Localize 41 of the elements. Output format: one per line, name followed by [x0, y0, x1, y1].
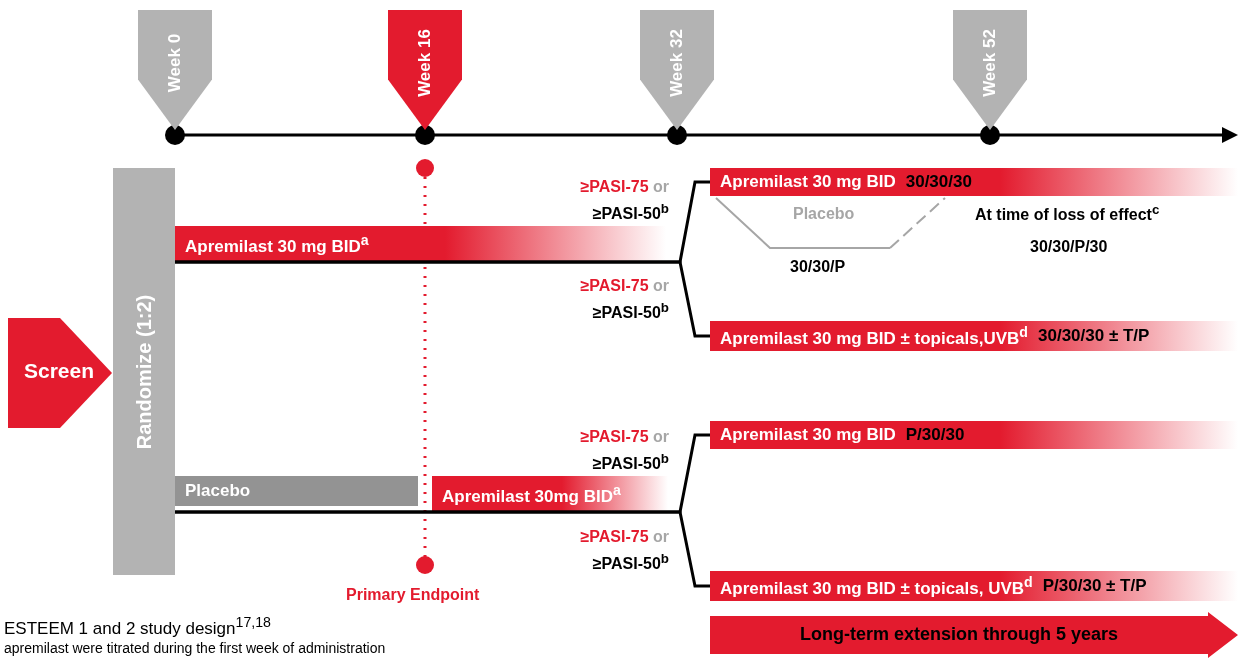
- week-label: Week 52: [980, 28, 1000, 97]
- treatment-bar: [432, 476, 668, 512]
- treatment-label: Apremilast 30 mg BID: [720, 425, 896, 445]
- treatment-bar: [710, 321, 1238, 351]
- randomize-bar: [113, 168, 175, 575]
- week-label: Week 16: [415, 28, 435, 97]
- branch-line: [175, 510, 710, 588]
- week-label: Week 0: [165, 33, 185, 92]
- treatment-bar: [175, 226, 666, 262]
- week-marker: [640, 10, 714, 130]
- dose-sequence: P/30/30: [905, 425, 965, 445]
- week-marker: [388, 10, 462, 130]
- dose-sequence: 30/30/P/30: [1030, 238, 1108, 256]
- screen-arrow: [8, 318, 112, 428]
- dose-sequence: P/30/30 ± T/P: [1042, 576, 1147, 596]
- randomize-label: Randomize (1:2): [132, 294, 156, 449]
- treatment-label: Apremilast 30 mg BID ± topicals, UVB$^{d}$: [720, 573, 1033, 599]
- treatment-label: Placebo: [185, 481, 251, 501]
- week-marker: [953, 10, 1027, 130]
- extension-label: Long-term extension through 5 years: [798, 624, 1120, 645]
- dose-sequence: 30/30/P: [790, 258, 846, 276]
- treatment-bar: [710, 421, 1238, 449]
- treatment-label: Apremilast 30 mg BID ± topicals,UVB$^{d}$: [720, 323, 1028, 349]
- footnote-text: apremilast were titrated during the first week of administration: [4, 640, 386, 656]
- caption: ESTEEM 1 and 2 study design$^{17,18}$: [4, 614, 271, 639]
- placebo-bar: [175, 476, 418, 506]
- arm-label: Placebo: [793, 205, 855, 223]
- dose-sequence: 30/30/30: [905, 172, 972, 192]
- treatment-label: Apremilast 30mg BID$^{a}$: [442, 481, 621, 507]
- dose-sequence: 30/30/30 ± T/P: [1038, 326, 1150, 346]
- note-text: At time of loss of effect$^{c}$: [975, 202, 1160, 225]
- treatment-label: Apremilast 30 mg BID: [720, 172, 896, 192]
- branch-line: [175, 260, 710, 338]
- treatment-bar: [710, 168, 1238, 196]
- screen-label: Screen: [24, 359, 95, 383]
- extension-arrow: [710, 612, 1238, 658]
- endpoint-label: Primary Endpoint: [346, 586, 480, 604]
- week-marker: [138, 10, 212, 130]
- treatment-label: Apremilast 30 mg BID$^{a}$: [185, 231, 369, 257]
- week-label: Week 32: [667, 28, 687, 97]
- treatment-bar: [710, 571, 1238, 601]
